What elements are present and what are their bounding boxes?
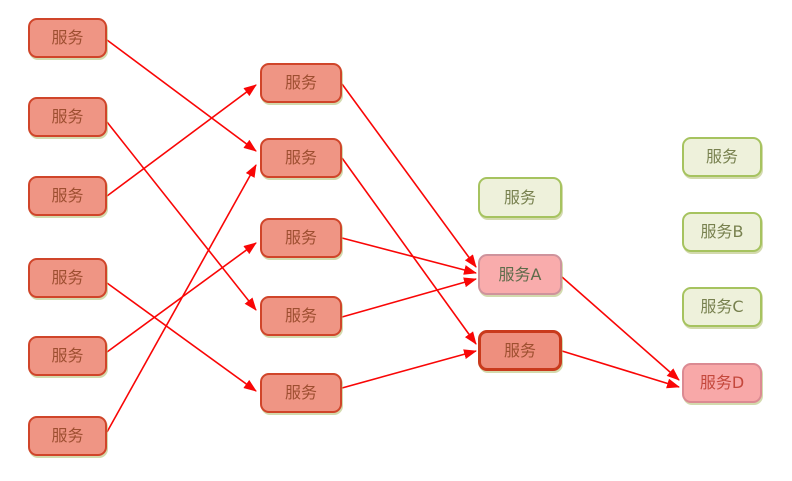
node-c4g: 服务: [682, 137, 762, 177]
edge-l2-m4: [106, 121, 257, 311]
edges-group: [106, 39, 680, 433]
edge-l1-m2: [106, 39, 257, 152]
node-c4c: 服务C: [682, 287, 762, 327]
edge-l3-m1: [106, 84, 257, 197]
edge-c3a-c4d: [561, 276, 680, 381]
node-c4d: 服务D: [682, 363, 762, 403]
node-m5: 服务: [260, 373, 342, 413]
node-m1: 服务: [260, 63, 342, 103]
edge-m4-c3a: [341, 277, 477, 318]
edge-m1-c3a: [341, 83, 477, 268]
node-c3a: 服务A: [478, 254, 562, 295]
edge-c3r-c4d: [561, 350, 680, 389]
edge-l6-m2: [106, 164, 257, 433]
node-c4b: 服务B: [682, 212, 762, 252]
edge-m3-c3a: [341, 237, 477, 275]
edge-l5-m3: [106, 242, 257, 353]
node-m2: 服务: [260, 138, 342, 178]
edge-l4-m5: [106, 282, 257, 392]
node-c3g: 服务: [478, 177, 562, 218]
node-m3: 服务: [260, 218, 342, 258]
edge-m5-c3r: [341, 349, 477, 389]
node-l6: 服务: [28, 416, 107, 456]
node-l3: 服务: [28, 176, 107, 216]
node-l2: 服务: [28, 97, 107, 137]
node-l5: 服务: [28, 336, 107, 376]
edge-m2-c3r: [341, 157, 477, 345]
node-l4: 服务: [28, 258, 107, 298]
node-c3r: 服务: [478, 330, 562, 371]
node-m4: 服务: [260, 296, 342, 336]
node-l1: 服务: [28, 18, 107, 58]
